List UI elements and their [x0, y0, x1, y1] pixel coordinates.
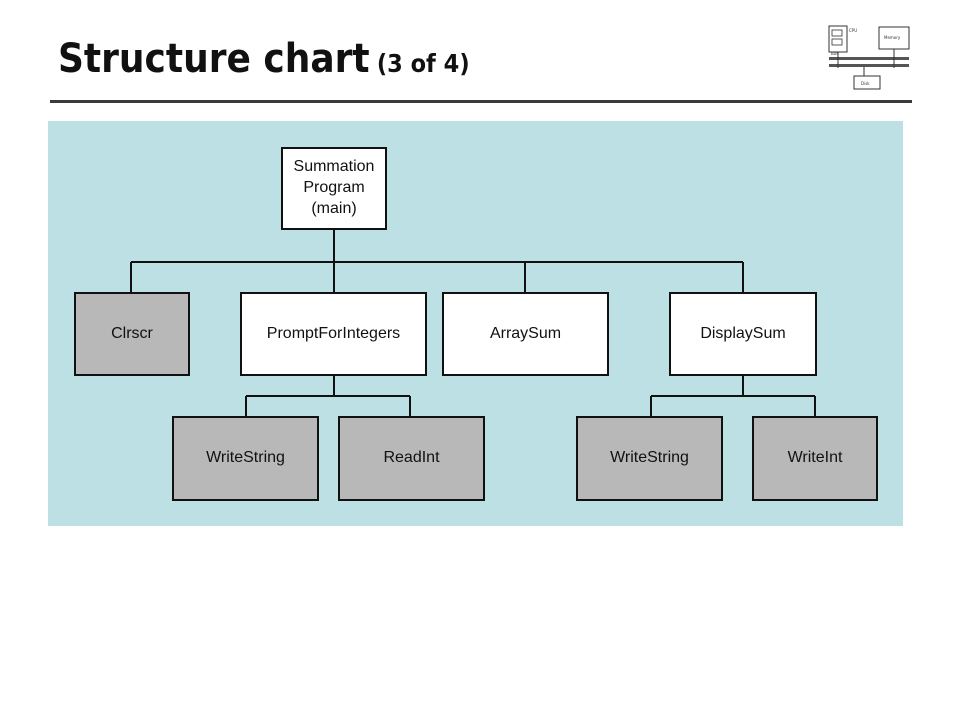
node-prompt-write-string: WriteString [172, 416, 319, 501]
slide-title-main: Structure chart [58, 36, 370, 82]
node-write-int: WriteInt [752, 416, 878, 501]
logo-label-disk: Disk [861, 81, 870, 86]
node-label: PromptForIntegers [266, 324, 401, 342]
node-label: WriteString [206, 449, 285, 467]
node-label: ReadInt [383, 449, 440, 467]
node-label: Summation Program (main) [293, 158, 375, 217]
node-label: DisplaySum [700, 324, 786, 342]
slide-title-subtitle: (3 of 4) [376, 49, 470, 78]
node-summation-program-main: Summation Program (main) [281, 147, 387, 230]
title-divider [50, 100, 912, 103]
slide-title: Structure chart(3 of 4) [58, 36, 470, 82]
computer-architecture-icon: CPU Bus Memory Disk [826, 22, 912, 92]
node-read-int: ReadInt [338, 416, 485, 501]
node-label: WriteInt [787, 449, 843, 467]
node-label: WriteString [610, 449, 689, 467]
node-clrscr: Clrscr [74, 292, 190, 376]
logo-label-cpu: CPU [849, 28, 857, 33]
node-label: ArraySum [489, 324, 562, 342]
node-display-write-string: WriteString [576, 416, 723, 501]
connector-lines [130, 228, 816, 417]
node-array-sum: ArraySum [442, 292, 609, 376]
structure-chart-diagram: Summation Program (main) Clrscr PromptFo… [48, 121, 903, 526]
logo-label-memory: Memory [884, 35, 901, 40]
logo-label-bus: Bus [831, 51, 838, 56]
node-display-sum: DisplaySum [669, 292, 817, 376]
node-prompt-for-integers: PromptForIntegers [240, 292, 427, 376]
node-label: Clrscr [111, 324, 153, 342]
